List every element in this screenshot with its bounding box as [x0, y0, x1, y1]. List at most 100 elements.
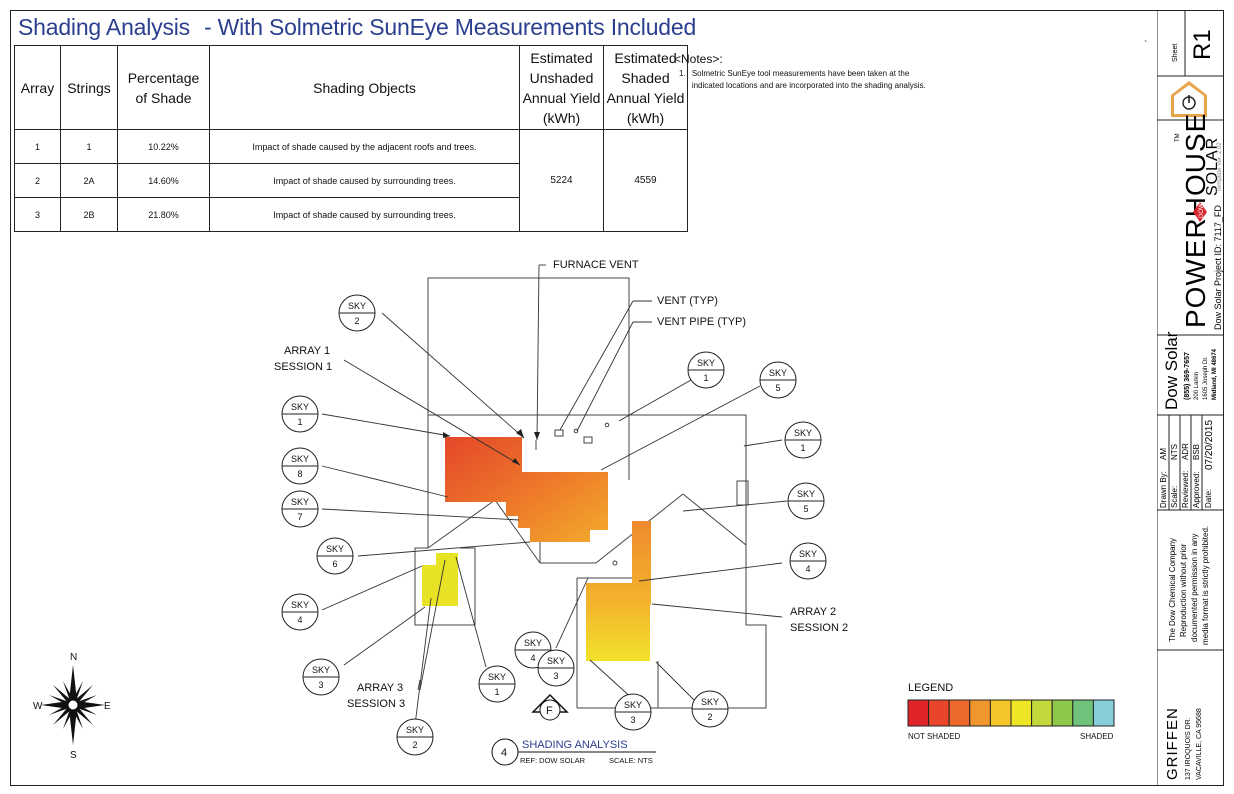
table-row: 1 1 10.22% Impact of shade caused by the… [14, 129, 688, 232]
customer-addr-2: VACAVILLE, CA 95688 [1196, 708, 1203, 780]
brand-tm: TM [1175, 133, 1181, 142]
sky-marker-number: 5 [775, 383, 780, 393]
sky-marker-number: 4 [530, 653, 535, 663]
label-array-2: ARRAY 2 [790, 606, 836, 618]
legend-title: LEGEND [908, 682, 954, 694]
scale-value: NTS [1170, 444, 1179, 460]
legend-swatch [1092, 699, 1115, 727]
detail-label: 4 SHADING ANALYSIS REF: DOW SOLAR SCALE:… [491, 738, 656, 766]
brand-solar: SOLAR [1204, 137, 1221, 196]
sky-marker-label: SKY [769, 368, 787, 378]
compass-n: N [70, 652, 77, 663]
customer-addr-1: 137 IROQUOIS DR. [1185, 717, 1192, 780]
legend-swatch [1072, 699, 1094, 727]
house-logo-icon [1171, 81, 1207, 117]
legend-swatch [907, 699, 930, 727]
note-text: Solmetric SunEye tool measurements have … [691, 69, 926, 90]
disclaimer-line-2: Reproduction without prior [1179, 543, 1188, 637]
sky-marker-number: 8 [297, 469, 302, 479]
sky-marker-number: 6 [332, 559, 337, 569]
disclaimer-line-1: The Dow Chemical Company [1168, 538, 1177, 642]
sky-marker-label: SKY [524, 638, 542, 648]
sky-marker: SKY 6 [316, 537, 354, 575]
table-header-row: Array Strings Percentage of Shade Shadin… [14, 45, 688, 130]
sky-marker-number: 5 [803, 504, 808, 514]
dow-logo-text: DOW [1199, 203, 1205, 218]
label-session-1: SESSION 1 [274, 361, 332, 373]
reviewed-label: Reviewed: [1181, 471, 1190, 508]
label-array-3: ARRAY 3 [357, 682, 403, 694]
roof-plan: FURNACE VENT VENT (TYP) VENT PIPE (TYP) … [33, 259, 848, 766]
cell-objects: Impact of shade caused by the adjacent r… [209, 129, 520, 164]
label-session-3: SESSION 3 [347, 698, 405, 710]
sky-marker-number: 4 [297, 615, 302, 625]
front-marker: F [531, 693, 569, 721]
label-session-2: SESSION 2 [790, 622, 848, 634]
sky-marker-number: 1 [297, 417, 302, 427]
dow-logo-icon: DOW [1193, 202, 1207, 222]
array-2-panel [586, 521, 651, 661]
label-array-1: ARRAY 1 [284, 345, 330, 357]
customer-name: GRIFFEN [1164, 707, 1181, 780]
column-header: Shading Objects [209, 45, 520, 130]
cell-percentage: 14.60% [117, 163, 210, 198]
legend-swatch [1031, 699, 1053, 727]
sky-marker-number: 7 [297, 512, 302, 522]
reviewed-value: ADR [1181, 443, 1190, 460]
sky-marker-label: SKY [291, 600, 309, 610]
table-row: 3 2B 21.80% Impact of shade caused by su… [14, 197, 688, 232]
company-addr-3: Midland, MI 48674 [1212, 348, 1218, 400]
sky-marker-label: SKY [326, 544, 344, 554]
cell-strings: 2A [60, 163, 118, 198]
array-3-panel [422, 553, 458, 606]
company-name: Dow Solar [1162, 331, 1181, 410]
legend-right-label: SHADED [1080, 732, 1114, 741]
sheet-number: R1 [1189, 29, 1216, 60]
legend-swatch [928, 699, 950, 727]
array-1-panel [445, 437, 608, 542]
sky-marker-label: SKY [291, 454, 309, 464]
detail-title: SHADING ANALYSIS [522, 739, 628, 751]
sky-marker-label: SKY [291, 402, 309, 412]
sky-marker-label: SKY [547, 656, 565, 666]
notes-title: <Notes>: [674, 52, 723, 66]
sky-marker-label: SKY [624, 700, 642, 710]
legend-swatch [989, 699, 1012, 727]
scale-label: Scale: [1170, 486, 1179, 508]
compass-rose: N S E W [33, 652, 111, 761]
label-vent-pipe: VENT PIPE (TYP) [657, 316, 746, 328]
callout-labels: FURNACE VENT VENT (TYP) VENT PIPE (TYP) … [274, 259, 848, 710]
legend-swatch [1010, 699, 1033, 727]
disclaimer-line-4: media format is strictly prohibited. [1201, 526, 1210, 645]
label-furnace-vent: FURNACE VENT [553, 259, 639, 271]
sky-marker-label: SKY [797, 489, 815, 499]
sheet-label: Sheet [1172, 44, 1179, 62]
sky-marker-label: SKY [794, 428, 812, 438]
title-main: Shading Analysis [18, 14, 190, 40]
column-header: Estimated Unshaded Annual Yield (kWh) [519, 45, 604, 130]
column-header: Percentage of Shade [117, 45, 210, 130]
legend-left-label: NOT SHADED [908, 732, 961, 741]
detail-number: 4 [501, 747, 507, 759]
date-label: Date: [1204, 489, 1213, 508]
title-sub: - With Solmetric SunEye Measurements Inc… [203, 14, 697, 40]
sky-marker: SKY 8 [281, 447, 319, 485]
legend-swatch [1051, 699, 1074, 727]
company-phone: (855) 369-7657 [1184, 352, 1191, 400]
sheet-border [10, 10, 1224, 786]
cell-shaded-yield: 4559 [603, 129, 688, 232]
page-title: Shading Analysis - With Solmetric SunEye … [18, 14, 696, 41]
sky-marker: SKY 4 [281, 593, 319, 631]
callout-leaders [321, 264, 788, 726]
sky-marker-number: 3 [318, 680, 323, 690]
legend-scale [907, 699, 1115, 727]
compass-s: S [70, 750, 77, 761]
drawn-by-label: Drawn By: [1159, 471, 1168, 508]
